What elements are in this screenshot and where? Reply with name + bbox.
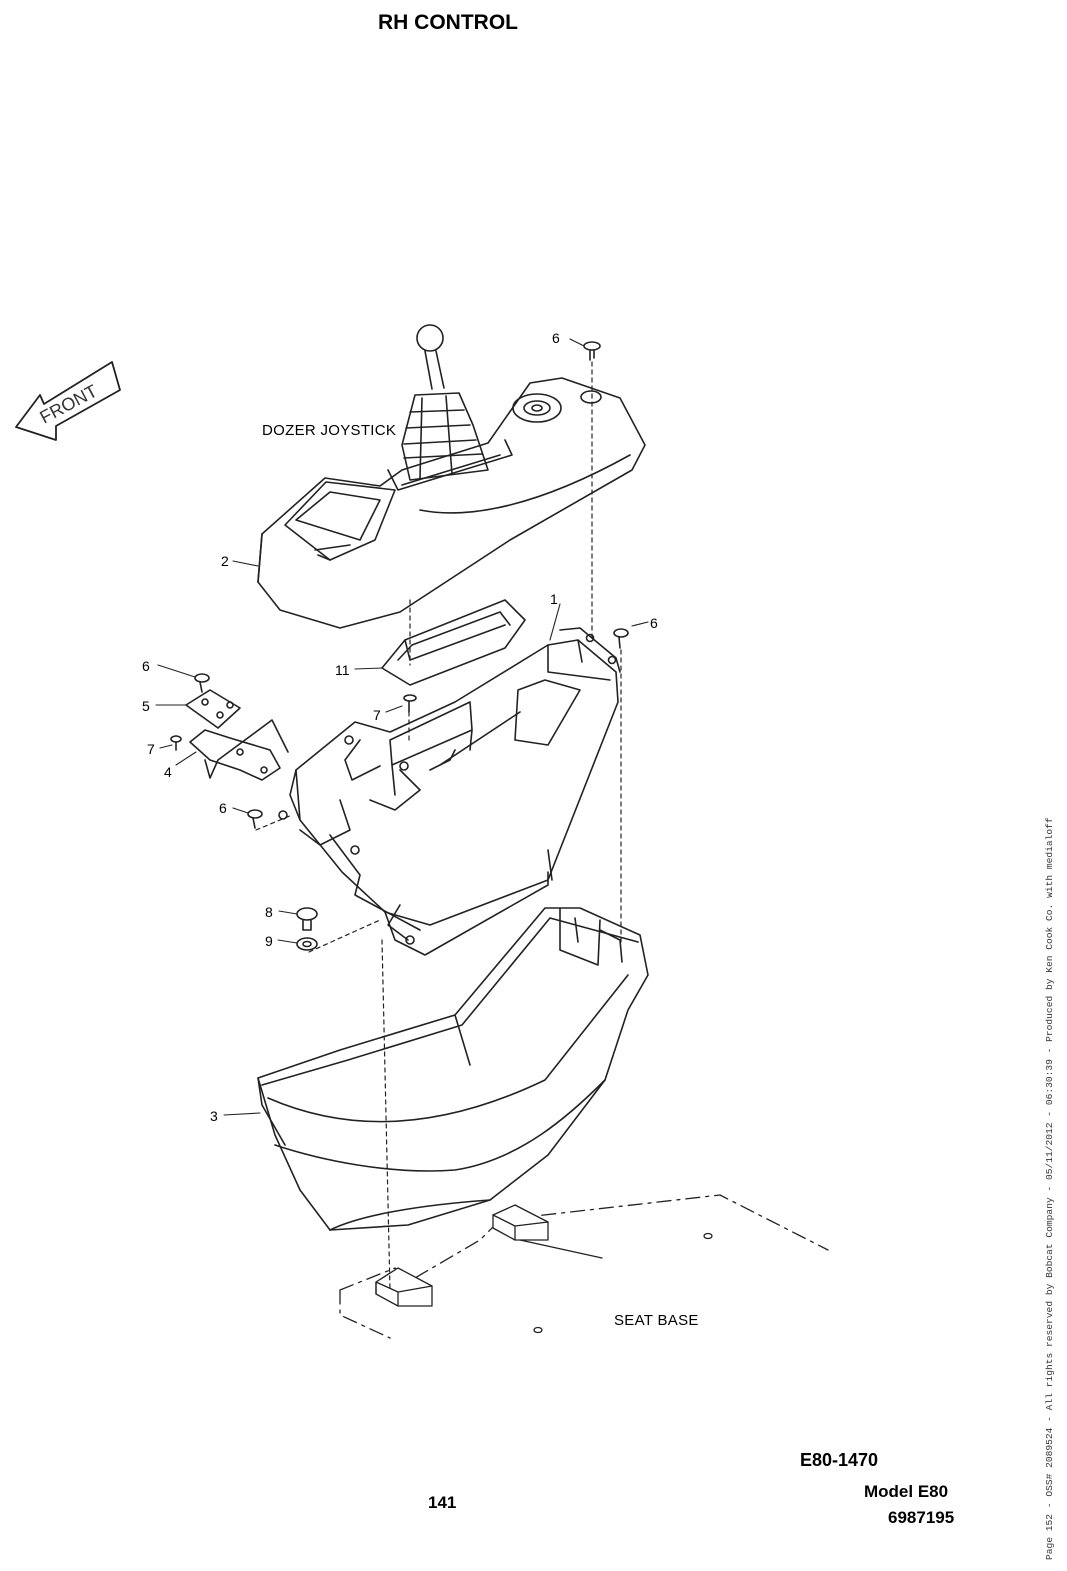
model-label: Model E80 (864, 1482, 949, 1501)
callout-6: 6 (650, 615, 658, 631)
bracket-part-4 (189, 719, 289, 781)
bracket-frame-part-1 (278, 627, 621, 956)
callout-5: 5 (142, 698, 150, 714)
copyright-side-note: Page 152 - OSS# 2089524 - All rights res… (1044, 817, 1055, 1560)
callout-4: 4 (164, 764, 172, 780)
callout-3: 3 (210, 1108, 218, 1124)
leader-lines (155, 338, 649, 1116)
page-number: 141 (428, 1493, 457, 1512)
seat-base (339, 1194, 829, 1339)
bolt-icon (296, 907, 318, 931)
callout-2: 2 (221, 553, 229, 569)
bracket-part-5 (185, 689, 241, 729)
reference-code: E80-1470 (800, 1450, 879, 1470)
front-arrow-icon: FRONT (15, 361, 121, 441)
console-cover-part-2 (257, 377, 646, 629)
part-number: 6987195 (888, 1508, 955, 1527)
callout-1: 1 (550, 591, 558, 607)
callout-9: 9 (265, 933, 273, 949)
callout-6: 6 (142, 658, 150, 674)
callout-7: 7 (147, 741, 155, 757)
callout-6: 6 (552, 330, 560, 346)
lower-console-part-3 (257, 907, 649, 1231)
alignment-lines (255, 361, 622, 1291)
seat-base-caption: SEAT BASE (614, 1312, 699, 1329)
dozer-joystick-caption: DOZER JOYSTICK (262, 422, 396, 439)
callout-11: 11 (335, 662, 350, 678)
screw-icon (170, 341, 629, 829)
callout-6: 6 (219, 800, 227, 816)
callout-8: 8 (265, 904, 273, 920)
washer-icon (296, 937, 318, 951)
page-title: RH CONTROL (378, 11, 518, 34)
callout-7: 7 (373, 707, 381, 723)
